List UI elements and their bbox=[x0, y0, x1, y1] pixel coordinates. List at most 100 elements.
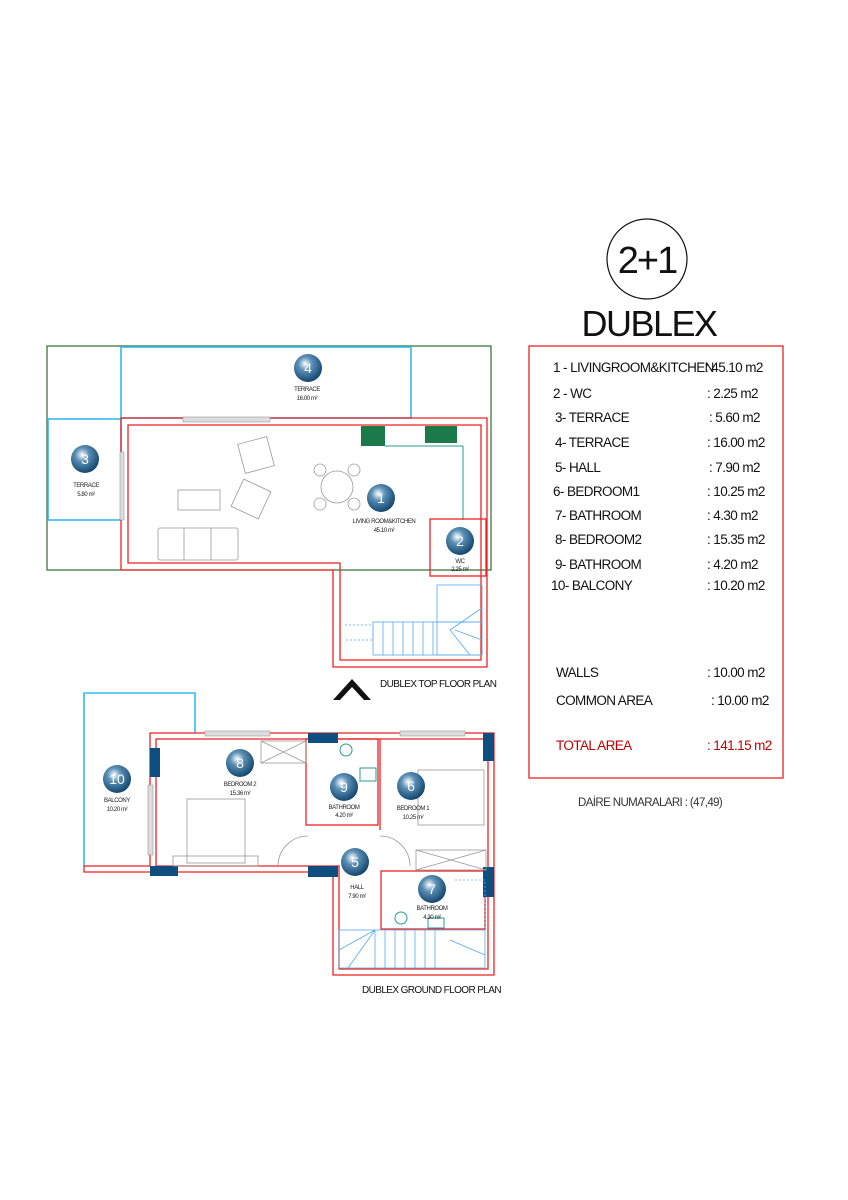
terrace-4-area bbox=[120, 346, 412, 419]
legend-row: 1 - LIVINGROOM&KITCHEN: 45.10 m2 bbox=[553, 360, 763, 375]
room-label: LIVING ROOM&KITCHEN bbox=[353, 519, 416, 525]
unit-type: 2+1 bbox=[618, 240, 677, 282]
room-label: HALL bbox=[350, 885, 364, 891]
top-floor-outline bbox=[46, 345, 492, 571]
room-number: 1 bbox=[377, 490, 385, 506]
legend-room-area: : 10.20 m2 bbox=[707, 578, 765, 593]
room-area: 15.36 m² bbox=[230, 791, 251, 797]
room-area: 5.80 m² bbox=[77, 492, 95, 498]
legend-room-area: : 10.00 m2 bbox=[707, 665, 765, 680]
legend-row: 9- BATHROOM: 4.20 m2 bbox=[555, 557, 759, 572]
ground-floor-interior-wall bbox=[155, 738, 489, 970]
legend-room-area: : 7.90 m2 bbox=[709, 460, 760, 475]
legend-room-area: : 10.25 m2 bbox=[707, 484, 765, 499]
ground-floor-plan: 10 BALCONY 10.20 m² 8 BEDROOM 2 15.36 m²… bbox=[83, 692, 502, 996]
top-floor-caption: DUBLEX TOP FLOOR PLAN bbox=[380, 679, 497, 690]
room-marker-1: 1 LIVING ROOM&KITCHEN 45.10 m² bbox=[353, 484, 416, 534]
room-number: 10 bbox=[109, 771, 125, 787]
legend-room-area: : 141.15 m2 bbox=[707, 738, 772, 753]
room-marker-7: 7 BATHROOM 4.30 m² bbox=[416, 875, 448, 921]
room-marker-2: 2 WC 2.25 m² bbox=[446, 527, 474, 573]
room-area: 45.10 m² bbox=[374, 528, 395, 534]
top-floor-exterior-wall bbox=[120, 417, 488, 668]
room-marker-10: 10 BALCONY 10.20 m² bbox=[103, 765, 131, 813]
room-label: BEDROOM 2 bbox=[224, 782, 257, 788]
room-area: 16.00 m² bbox=[297, 396, 318, 402]
legend-row: 10- BALCONY : 10.20 m2 bbox=[551, 578, 765, 593]
room-marker-3: 3 TERRACE 5.80 m² bbox=[71, 445, 100, 498]
room-label: BALCONY bbox=[104, 798, 130, 804]
legend-room-name: WALLS bbox=[556, 665, 599, 680]
ground-floor-caption: DUBLEX GROUND FLOOR PLAN bbox=[362, 985, 501, 996]
room-marker-4: 4 TERRACE 16.00 m² bbox=[294, 354, 322, 402]
legend-room-name: 2 - WC bbox=[553, 386, 592, 401]
legend-row: 7- BATHROOM : 4.30 m2 bbox=[555, 508, 759, 523]
window bbox=[204, 730, 271, 737]
legend-room-area: : 5.60 m2 bbox=[709, 410, 760, 425]
room-marker-6: 6 BEDROOM 1 10.25 m² bbox=[397, 772, 431, 821]
room-marker-8: 8 BEDROOM 2 15.36 m² bbox=[224, 749, 258, 797]
legend-row: 6- BEDROOM1 : 10.25 m2 bbox=[553, 484, 765, 499]
legend-row: 8- BEDROOM2 : 15.35 m2 bbox=[555, 532, 765, 547]
legend-room-name: 1 - LIVINGROOM&KITCHEN bbox=[553, 360, 714, 375]
bathroom-9-wall bbox=[305, 738, 379, 826]
room-number: 9 bbox=[340, 779, 348, 795]
legend-room-name: 6- BEDROOM1 bbox=[553, 484, 640, 499]
room-number: 6 bbox=[407, 778, 415, 794]
room-label: TERRACE bbox=[73, 483, 99, 489]
top-floor-stairs bbox=[345, 584, 483, 656]
room-label: BEDROOM 1 bbox=[397, 806, 430, 812]
legend-room-name: TOTAL AREA bbox=[556, 738, 632, 753]
room-number: 5 bbox=[351, 854, 359, 870]
room-label: WC bbox=[455, 559, 465, 565]
structural-columns bbox=[150, 733, 494, 897]
room-label: BATHROOM bbox=[416, 906, 447, 912]
living-furniture bbox=[157, 436, 361, 561]
room-marker-9: 9 BATHROOM 4.20 m² bbox=[328, 773, 360, 819]
top-floor-interior-wall bbox=[127, 424, 482, 661]
legend-room-name: COMMON AREA bbox=[556, 693, 653, 708]
legend-row: 2 - WC : 2.25 m2 bbox=[553, 386, 759, 401]
room-area: 4.20 m² bbox=[335, 813, 353, 819]
legend-room-area: : 4.30 m2 bbox=[707, 508, 758, 523]
balcony-outline bbox=[83, 692, 196, 866]
legend-room-area: : 2.25 m2 bbox=[707, 386, 758, 401]
room-number: 2 bbox=[456, 533, 464, 549]
room-number: 8 bbox=[236, 755, 244, 771]
legend-room-area: : 15.35 m2 bbox=[707, 532, 765, 547]
room-number: 3 bbox=[81, 451, 89, 467]
legend-row-total-area: TOTAL AREA : 141.15 m2 bbox=[556, 738, 772, 753]
legend-room-name: 3- TERRACE bbox=[555, 410, 630, 425]
unit-type-circle bbox=[606, 218, 688, 300]
room-area: 4.30 m² bbox=[423, 915, 441, 921]
ground-floor-stairs bbox=[338, 879, 486, 969]
room-area: 10.25 m² bbox=[403, 815, 424, 821]
entrance-arrow-icon bbox=[333, 679, 371, 700]
legend-room-name: 5- HALL bbox=[555, 460, 601, 475]
legend-room-name: 4- TERRACE bbox=[555, 435, 630, 450]
legend-room-area: : 45.10 m2 bbox=[705, 360, 763, 375]
room-number: 7 bbox=[428, 881, 436, 897]
legend-row: 4- TERRACE : 16.00 m2 bbox=[555, 435, 765, 450]
legend-row-common-area: COMMON AREA : 10.00 m2 bbox=[556, 693, 769, 708]
legend-room-name: 7- BATHROOM bbox=[555, 508, 642, 523]
bedroom-furniture bbox=[172, 740, 487, 871]
unit-title: DUBLEX bbox=[581, 303, 718, 344]
room-area: 7.90 m² bbox=[348, 894, 366, 900]
ground-floor-exterior-wall bbox=[83, 732, 495, 976]
wc-wall bbox=[429, 518, 487, 577]
legend-room-name: 10- BALCONY bbox=[551, 578, 633, 593]
unit-header: 2+1 DUBLEX bbox=[581, 218, 720, 344]
apartment-numbers: DAİRE NUMARALARI : (47,49) bbox=[578, 796, 723, 809]
window bbox=[182, 416, 271, 423]
room-number: 4 bbox=[304, 360, 312, 376]
legend-room-name: 8- BEDROOM2 bbox=[555, 532, 642, 547]
room-marker-5: 5 HALL 7.90 m² bbox=[341, 848, 369, 900]
room-label: TERRACE bbox=[294, 387, 320, 393]
legend-room-area: : 10.00 m2 bbox=[711, 693, 769, 708]
legend-row: 3- TERRACE : 5.60 m2 bbox=[555, 410, 761, 425]
legend-room-area: : 16.00 m2 bbox=[707, 435, 765, 450]
room-label: BATHROOM bbox=[328, 805, 359, 811]
room-area: 2.25 m² bbox=[451, 567, 469, 573]
